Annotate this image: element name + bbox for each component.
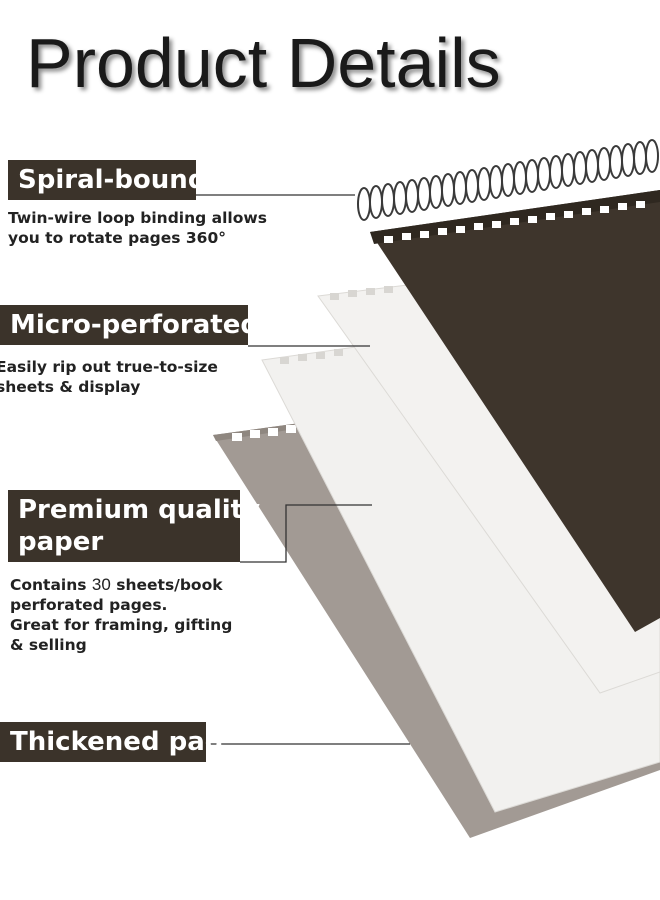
sheet-lower-punch-holes [280, 349, 343, 364]
description-line: you to rotate pages 360° [8, 229, 227, 247]
spiral-binding-icon [357, 139, 659, 221]
premium-paper-description: Contains 30 sheets/book perforated pages… [10, 575, 232, 655]
leader-premium-paper [240, 504, 372, 563]
spiral-bound-description: Twin-wire loop binding allows you to rot… [8, 208, 267, 248]
label-micro-perforated: Micro-perforated [0, 305, 259, 345]
leader-lines [196, 194, 410, 745]
label-line: Premium quality [18, 495, 261, 525]
paper-sheet-lower [261, 344, 660, 813]
cover-punch-holes [384, 201, 645, 243]
page-title: Product Details [26, 24, 501, 102]
micro-perforated-description: Easily rip out true-to-size sheets & dis… [0, 357, 218, 397]
description-line: Contains 30 sheets/book [10, 575, 232, 595]
description-line: & selling [10, 636, 87, 654]
description-line: perforated pages. [10, 596, 168, 614]
description-line: Twin-wire loop binding allows [8, 209, 267, 227]
label-spiral-bound: Spiral-bound [8, 160, 206, 200]
board-punch-holes [232, 425, 296, 441]
description-line: Easily rip out true-to-size [0, 358, 218, 376]
sketchbook-cover [370, 190, 660, 632]
sheet-count: 30 [91, 575, 111, 594]
description-line: sheets & display [0, 378, 141, 396]
contains-text: Contains [10, 576, 87, 594]
label-line: paper [18, 527, 104, 557]
description-line: Great for framing, gifting [10, 616, 233, 634]
label-premium-quality-paper: Premium quality paper [8, 490, 261, 562]
sheets-text: sheets/book [116, 576, 223, 594]
sheet-upper-punch-holes [330, 286, 393, 300]
label-thickened-pad: Thickened pad [0, 722, 223, 762]
